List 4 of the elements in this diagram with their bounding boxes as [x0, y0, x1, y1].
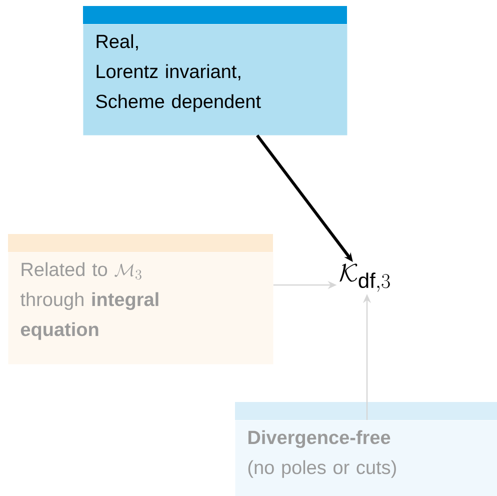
text-box: Related to $\mathcal{M}_3$ through integral equation: [8, 234, 274, 364]
text-box: Real, Lorentz invariant, Scheme dependent: [83, 6, 348, 136]
text-box: Divergence-free (no poles or cuts): [235, 402, 497, 496]
symbol-label: $\mathcal{K}_{\mathrm{df},3}$: [340, 264, 390, 292]
